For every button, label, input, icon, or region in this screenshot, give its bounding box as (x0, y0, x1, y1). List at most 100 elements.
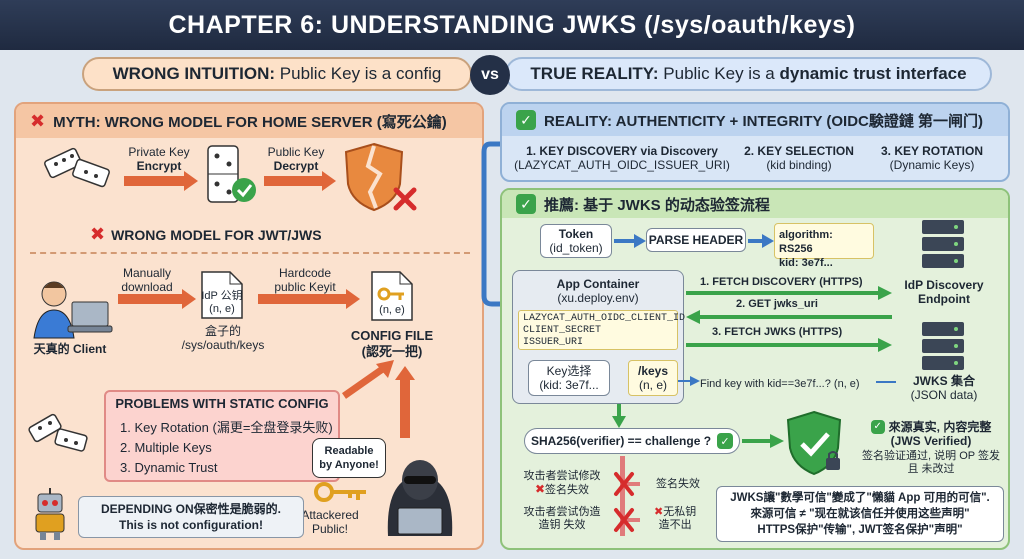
vs-badge: vs (470, 55, 510, 95)
verified-line2: (JWS Verified) (890, 434, 972, 448)
download-arrow (118, 294, 182, 304)
jwks-line1: JWKS 集合 (912, 374, 975, 388)
wrong-intuition-label: WRONG INTUITION: (112, 64, 276, 83)
hardcode-arrow (258, 294, 346, 304)
parse-header-box: PARSE HEADER (646, 228, 746, 252)
step-title: 2. KEY SELECTION (744, 144, 854, 158)
arrow-head (346, 289, 360, 309)
key-select-sub: (kid: 3e7f... (539, 378, 599, 392)
readable-line2: by Anyone! (319, 459, 379, 471)
attack2-result-line1: 无私钥 (663, 506, 697, 518)
env-var: ISSUER_URI (523, 337, 584, 348)
attack1-line1: 攻击者尝试修改 (523, 470, 601, 482)
check-icon: ✓ (516, 194, 536, 214)
download-text: download (121, 280, 173, 294)
server-icon (922, 220, 964, 268)
cross-icon: ✖ (90, 224, 106, 244)
green-arrow-back (686, 310, 892, 324)
env-var: LAZYCAT_AUTH_OIDC_CLIENT_ID (523, 313, 686, 324)
summary-box: JWKS讓"數學可信"變成了"懶貓 App 可用的可信". 來源可信 ≠ "现在… (716, 486, 1004, 542)
arrow-head (395, 366, 415, 380)
box-path-line2: /sys/oauth/keys (181, 338, 265, 352)
kid-line: kid: 3e7f... (779, 257, 833, 269)
true-reality-pill: TRUE REALITY: Public Key is a dynamic tr… (505, 57, 992, 91)
key-select-title: Key选择 (546, 364, 592, 378)
header-claims-box: algorithm: RS256 kid: 3e7f... (774, 223, 874, 269)
public-keyit-text: public Keyit (274, 280, 336, 294)
get-jwks-label: 2. GET jwks_uri (736, 298, 818, 310)
jwks-return-arrow (876, 381, 896, 383)
private-key-label: Private Key (128, 145, 190, 159)
token-title: Token (558, 227, 594, 241)
attack1-result: 签名失效 (656, 478, 700, 490)
key-icon (314, 482, 366, 502)
verified-shield-icon (786, 410, 842, 476)
attackered-label: Attackered Public! (290, 508, 370, 536)
green-arrow (686, 286, 892, 300)
doc-content: IdP 公钥 (n, e) (200, 290, 244, 316)
readable-line1: Readable (324, 445, 374, 457)
summary-line2: 來源可信 ≠ "现在就该信任并使用这些声明" (750, 508, 970, 520)
attackered-line1: Attackered (301, 508, 359, 522)
attack-trunk (620, 456, 625, 536)
private-key-dominoes-icon (44, 147, 110, 188)
readable-bubble: Readable by Anyone! (312, 438, 386, 478)
attack2-fail-icon (614, 508, 640, 532)
summary-line3: HTTPS保护"传输", JWT签名保护"声明" (757, 524, 963, 536)
problem-item: 2. Multiple Keys (120, 440, 212, 455)
manually-text: Manually (122, 266, 172, 280)
env-var: CLIENT_SECRET (523, 325, 602, 336)
cross-icon: ✖ (30, 110, 46, 131)
public-key-decrypt-label: Public Key Decrypt (258, 145, 334, 173)
doc-line1: IdP 公钥 (201, 290, 243, 302)
robot-note-line1: DEPENDING ON保密性是脆弱的. (100, 502, 281, 516)
verified-line1: 來源真实, 内容完整 (888, 420, 992, 434)
app-title: App Container (556, 277, 640, 291)
config-file-icon (371, 271, 413, 321)
step-sub: (Dynamic Keys) (889, 158, 975, 172)
cross-icon: ✖ (654, 506, 664, 518)
step-sub: (LAZYCAT_AUTH_OIDC_ISSUER_URI) (514, 158, 730, 172)
private-key-encrypt-label: Private Key Encrypt (118, 145, 200, 173)
manually-download-label: Manually download (112, 266, 182, 294)
wrong-model-text: WRONG MODEL FOR JWT/JWS (111, 226, 322, 243)
idp-line1: IdP Discovery (904, 278, 984, 292)
encrypt-label: Encrypt (136, 159, 182, 173)
jwks-server-icon (922, 322, 964, 370)
find-key-label: Find key with kid==3e7f...? (n, e) (700, 378, 860, 390)
green-arrow (742, 434, 784, 448)
problems-title: PROBLEMS WITH STATIC CONFIG (115, 396, 329, 411)
step-title: 1. KEY DISCOVERY via Discovery (526, 144, 718, 158)
check-icon: ✓ (870, 420, 885, 434)
domino-check-icon (207, 145, 256, 203)
app-sub: (xu.deploy.env) (557, 291, 639, 305)
arrow-head (184, 171, 198, 191)
box-path-label: 盒子的 /sys/oauth/keys (168, 324, 278, 352)
client-person-icon (33, 281, 113, 339)
sha-check-box: SHA256(verifier) == challenge ? ✓ (524, 428, 740, 454)
flow-header: ✓ 推薦: 基于 JWKS 的动态验签流程 (502, 190, 1008, 218)
sha-text: SHA256(verifier) == challenge ? (530, 434, 712, 448)
config-sub-text: (認死一把) (361, 344, 423, 359)
jwks-line2: (JSON data) (910, 388, 978, 402)
alg-line: algorithm: RS256 (779, 229, 833, 255)
attack2-result: ✖无私钥 造不出 (654, 506, 696, 532)
public-key-label: Public Key (267, 145, 325, 159)
keys-title: /keys (637, 364, 669, 378)
true-reality-label: TRUE REALITY: (530, 64, 659, 83)
section-divider (30, 252, 470, 254)
robot-note-line2: This is not configuration! (119, 518, 263, 532)
up-arrow (400, 378, 410, 438)
robot-icon (35, 488, 65, 540)
public-key-document-icon (201, 271, 243, 319)
reality-step-3: 3. KEY ROTATION (Dynamic Keys) (872, 144, 992, 172)
decrypt-arrow (264, 176, 322, 186)
doc-line2: (n, e) (209, 303, 235, 315)
arrow-head (322, 171, 336, 191)
box-path-line1: 盒子的 (204, 324, 241, 338)
attack2-line2: 造钥 失效 (538, 519, 586, 531)
verified-label: ✓ 來源真实, 内容完整 (JWS Verified) 签名验证通过, 说明 O… (856, 420, 1006, 476)
fetch-discovery-label: 1. FETCH DISCOVERY (HTTPS) (700, 276, 863, 288)
idp-endpoint-label: IdP Discovery Endpoint (894, 278, 994, 306)
naive-client-label: 天真的 Client (33, 342, 107, 356)
